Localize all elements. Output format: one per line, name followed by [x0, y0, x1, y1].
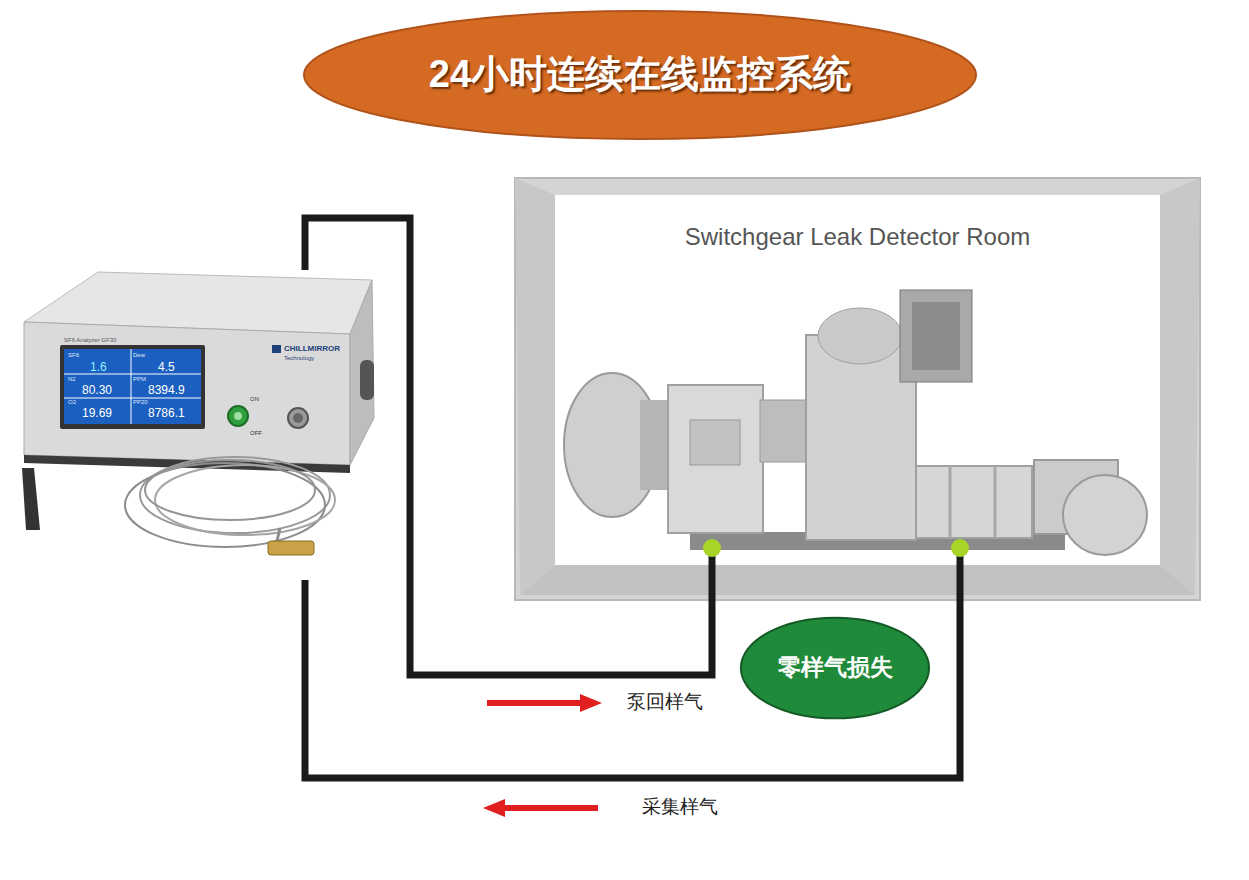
switchgear-illustration-part	[668, 385, 763, 533]
title-text: 24小时连续在线监控系统	[429, 54, 851, 96]
analyzer-device-part	[24, 322, 350, 465]
cable-coil	[125, 457, 335, 555]
room-frame	[515, 178, 1200, 600]
screen-reading: 8394.9	[148, 384, 185, 396]
analyzer-device-part	[360, 360, 374, 400]
title-ellipse	[304, 11, 976, 139]
analyzer-device: CHILLMIRRORTechnology	[22, 270, 374, 580]
room-box: Switchgear Leak Detector Room	[515, 178, 1200, 600]
room-frame-part	[515, 178, 1200, 600]
ellipse-shape	[741, 618, 929, 719]
switchgear-illustration	[564, 290, 1147, 555]
connector-pipe	[305, 218, 712, 675]
flow-arrow-part	[487, 700, 582, 706]
analyzer-device-part	[64, 398, 201, 399]
analyzer-device-part	[288, 408, 308, 428]
node-sublabel: Technology	[284, 355, 314, 362]
node-label: 零样气损失	[778, 655, 893, 680]
port-dot	[951, 539, 969, 557]
screen-reading: 8786.1	[148, 407, 185, 419]
analyzer-device-part	[293, 413, 303, 423]
analyzer-device-part	[272, 345, 281, 353]
analyzer-device-part	[60, 345, 205, 429]
screen-reading: 1.6	[90, 361, 107, 373]
screen-reading: Dew	[133, 352, 145, 358]
node-label: CHILLMIRROR	[284, 345, 340, 354]
switch-label: OFF	[250, 430, 262, 436]
title-ellipse-part	[304, 11, 976, 139]
flow-arrow-part	[503, 805, 598, 811]
cable-coil-part	[155, 465, 335, 535]
flow-arrow-part	[483, 799, 505, 817]
screen-reading: PPM	[133, 376, 146, 382]
screen-reading: 4.5	[158, 361, 175, 373]
flow-arrow-part	[580, 694, 602, 712]
flow-label: 泵回样气	[625, 692, 705, 713]
port-dot	[703, 539, 721, 557]
room-frame-part	[555, 195, 1160, 565]
connector-pipe	[305, 548, 960, 778]
analyzer-device-part	[131, 349, 132, 424]
switchgear-illustration-part	[1063, 475, 1147, 555]
switchgear-illustration-part	[916, 466, 1032, 538]
switchgear-illustration-part	[912, 302, 960, 370]
room-frame-part	[1160, 178, 1200, 595]
cable-coil-part	[140, 457, 330, 533]
screen-reading: PP20	[133, 399, 148, 405]
node-label: Switchgear Leak Detector Room	[685, 224, 1031, 250]
room-frame-part	[520, 565, 1195, 595]
room-frame-part	[515, 178, 555, 595]
analyzer-device-part	[234, 412, 242, 420]
screen-reading: 19.69	[82, 407, 112, 419]
analyzer-device-part	[64, 349, 201, 424]
screen-reading: N2	[68, 376, 76, 382]
analyzer-device-part	[22, 468, 40, 530]
status-ellipse: 零样气损失	[738, 615, 932, 721]
title-box: 24小时连续在线监控系统	[305, 11, 975, 139]
analyzer-device	[22, 272, 374, 530]
switchgear-illustration-part	[949, 466, 952, 538]
analyzer-device-part	[350, 280, 374, 465]
switchgear-illustration-part	[900, 290, 972, 382]
analyzer-device-part	[64, 374, 201, 375]
cable-coil-part	[145, 460, 315, 520]
switchgear-illustration-part	[760, 400, 808, 462]
analyzer-device-part	[228, 406, 248, 426]
switchgear-illustration-part	[690, 420, 740, 465]
screen-reading: SF6	[68, 352, 79, 358]
screen-reading: 80.30	[82, 384, 112, 396]
switchgear-illustration-part	[818, 308, 902, 364]
model-label: SF6 Analyzer GF30	[64, 337, 116, 343]
switch-label: ON	[250, 396, 259, 402]
flow-label: 采集样气	[640, 797, 720, 818]
connector-group	[305, 218, 960, 778]
screen-reading: O2	[68, 399, 76, 405]
switchgear-illustration-part	[640, 400, 670, 490]
cable-coil-part	[268, 541, 314, 555]
switchgear-illustration-part	[994, 466, 997, 538]
flow-arrow	[483, 694, 602, 817]
